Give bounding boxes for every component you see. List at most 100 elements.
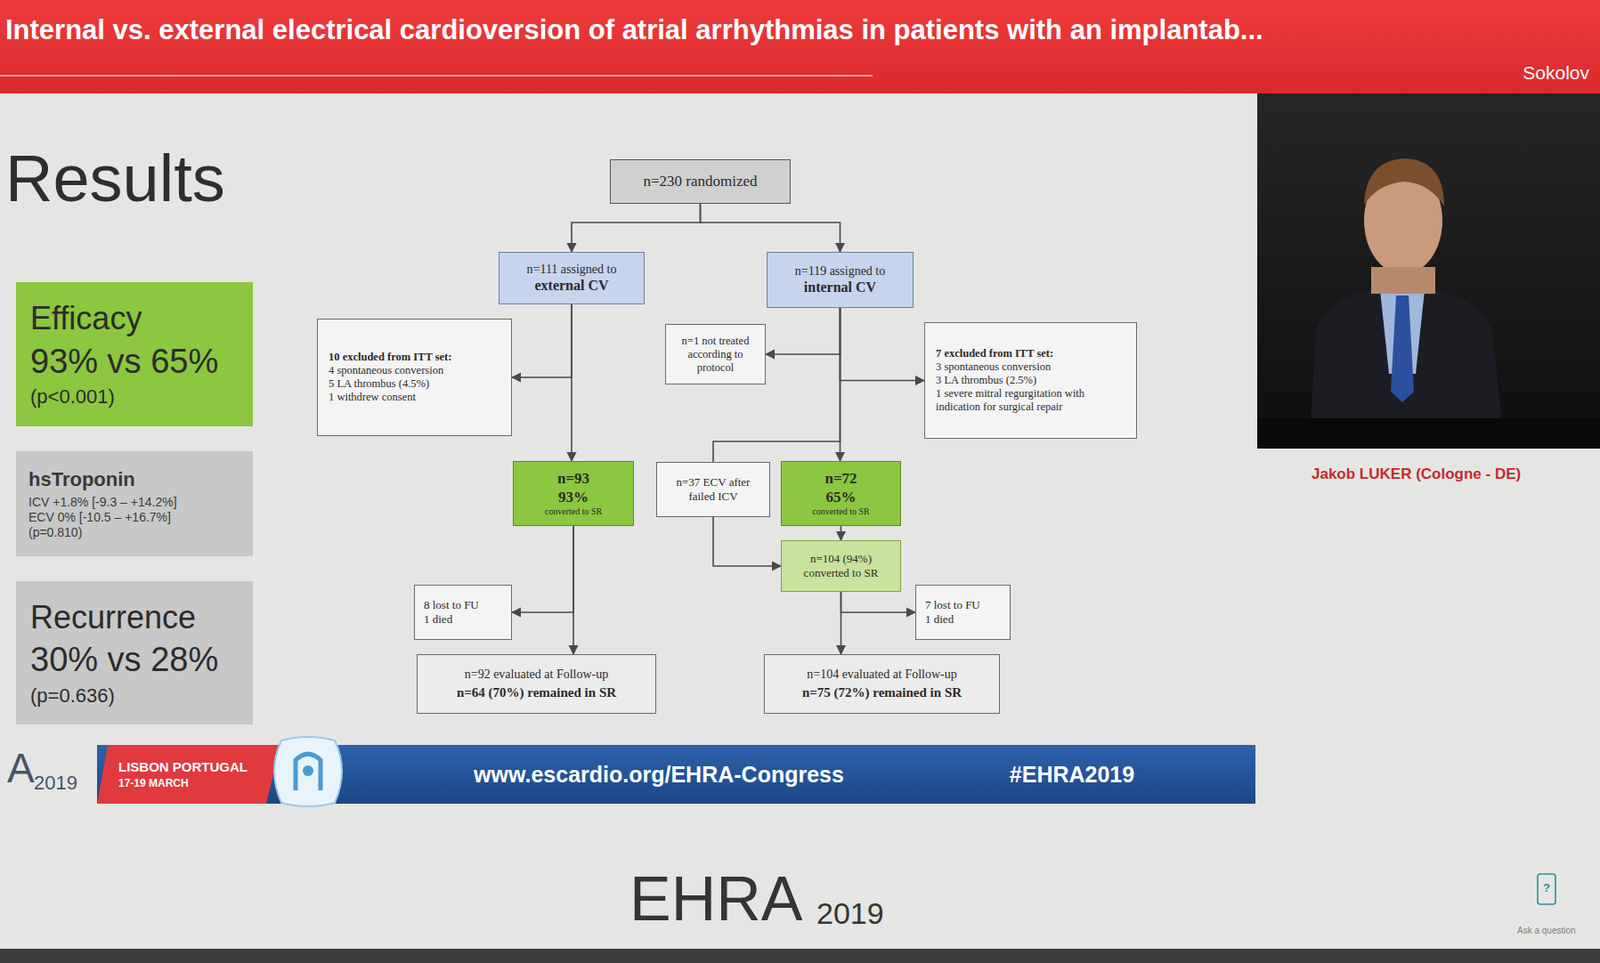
box-text: 1 died [925,612,954,627]
box-text: ECV 0% [-10.5 – +16.7%] [28,510,171,526]
bottom-edge [0,949,1600,963]
flow-connector [511,304,572,378]
speaker-neck [1371,267,1436,294]
box-text: converted to SR [544,506,602,518]
box-text: n=93 [557,470,590,488]
box-text: 1 died [423,612,453,627]
phone-outline [1537,874,1556,905]
result-panel: hsTroponinICV +1.8% [-9.3 – +14.2%]ECV 0… [16,451,253,557]
box-text: (p=0.810) [28,525,82,541]
speaker-video [1257,93,1600,449]
exclusion-box: 7 excluded from ITT set:3 spontaneous co… [924,322,1138,439]
box-text: Efficacy [30,299,142,338]
box-text: (p=0.636) [30,684,115,708]
speaker-hair [1364,158,1445,207]
logo-dot [302,765,314,777]
footer-logo: EHRA [629,865,803,935]
result-panel: Recurrence30% vs 28%(p=0.636) [16,581,253,725]
process-box: n=230 randomized [609,159,791,204]
box-text: n=64 (70%) remained in SR [456,684,617,701]
box-text: external CV [534,276,609,294]
box-text: 7 lost to FU [925,598,981,613]
box-text: #EHRA2019 [1009,761,1135,788]
box-text: n=72 [824,470,857,488]
box-text: LISBON PORTUGAL [118,759,248,776]
box-text: converted to SR [812,506,870,518]
flow-connector [840,308,926,382]
lectern [1257,418,1600,449]
slide-ground [0,93,1600,950]
box-text: 4 spontaneous conversion [328,364,444,378]
loss-box: 8 lost to FU1 died [414,584,512,641]
flow-connector [570,304,573,462]
result-panel: Efficacy93% vs 65%(p<0.001) [16,282,253,427]
flow-connector [839,308,842,462]
flow-connector [572,526,575,655]
flow-connector [841,592,917,613]
followup-box: n=104 evaluated at Follow-upn=75 (72%) r… [763,654,1000,715]
flow-connector [571,203,701,252]
help-icon-text: ? [1543,882,1551,895]
box-text: Recurrence [30,598,196,637]
logo-letter: A [7,746,35,792]
box-text: n=104 evaluated at Follow-up [806,667,957,683]
footer-band: www.escardio.org/EHRA-Congress #EHRA2019 L… [97,745,1256,805]
help-caption: Ask a question [1517,925,1576,936]
box-text: 1 severe mitral regurgitation with indic… [935,387,1126,415]
logo-arch [295,754,321,791]
followup-box: n=92 evaluated at Follow-upn=64 (70%) re… [416,654,657,715]
box-text: n=1 not treated according to protocol [673,334,758,375]
box-text: hsTroponin [28,468,136,492]
box-text: internal CV [804,278,877,296]
flow-connector [765,308,841,355]
presenter-tag: Sokolov [1522,62,1590,83]
speaker-tie [1390,295,1414,403]
note-box: n=37 ECV after failed ICV [656,462,771,518]
exclusion-box: 10 excluded from ITT set:4 spontaneous c… [316,318,512,437]
box-text: 3 spontaneous conversion [935,360,1051,374]
flow-connector [700,203,841,252]
section-heading: Results [5,142,226,215]
box-text: n=37 ECV after failed ICV [664,475,763,504]
title-banner [0,0,1600,94]
box-text: ICV +1.8% [-9.3 – +14.2%] [28,495,178,511]
box-text: n=104 (94%) converted to SR [788,552,894,580]
box-text: 93% [558,488,589,507]
box-text: 93% vs 65% [30,341,219,383]
box-text: 3 LA thrombus (2.5%) [935,373,1037,388]
box-text: 65% [826,488,857,507]
loss-box: 7 lost to FU1 died [915,584,1011,641]
flow-connector [840,526,843,541]
footer-year: 2019 [816,897,885,931]
speaker-name: Jakob LUKER (Cologne - DE) [1311,466,1521,484]
slide-title: Internal vs. external electrical cardiov… [5,14,1264,47]
box-text: 5 LA thrombus (4.5%) [328,377,430,391]
tag-fill [97,745,281,805]
logo-year: 2019 [33,772,78,795]
box-text: 10 excluded from ITT set: [328,350,452,365]
box-text: www.escardio.org/EHRA-Congress [473,761,845,788]
tag-shape [97,745,281,805]
flow-connector [840,592,843,655]
banner-underline [0,74,873,77]
logo-shield [274,737,342,807]
congress-logo [263,735,353,809]
box-text: 8 lost to FU [423,598,480,613]
note-box: n=1 not treated according to protocol [665,324,766,385]
box-text: (p<0.001) [30,385,115,409]
video-panel [1257,93,1600,449]
box-text: 30% vs 28% [30,640,219,682]
outcome-box: n=104 (94%) converted to SR [780,540,902,593]
flow-connector [713,517,781,567]
date-tag: LISBON PORTUGAL17-19 MARCH [97,745,281,805]
box-text: 7 excluded from ITT set: [935,347,1054,361]
outcome-box: n=9393%converted to SR [512,461,634,527]
box-text: n=119 assigned to [795,264,886,280]
ask-question-icon [1537,874,1556,905]
box-text: n=230 randomized [642,172,757,191]
box-text: n=75 (72%) remained in SR [802,684,962,701]
box-text: 17-19 MARCH [118,777,189,790]
outcome-box: n=7265%converted to SR [780,461,902,527]
process-box: n=119 assigned tointernal CV [766,251,914,309]
